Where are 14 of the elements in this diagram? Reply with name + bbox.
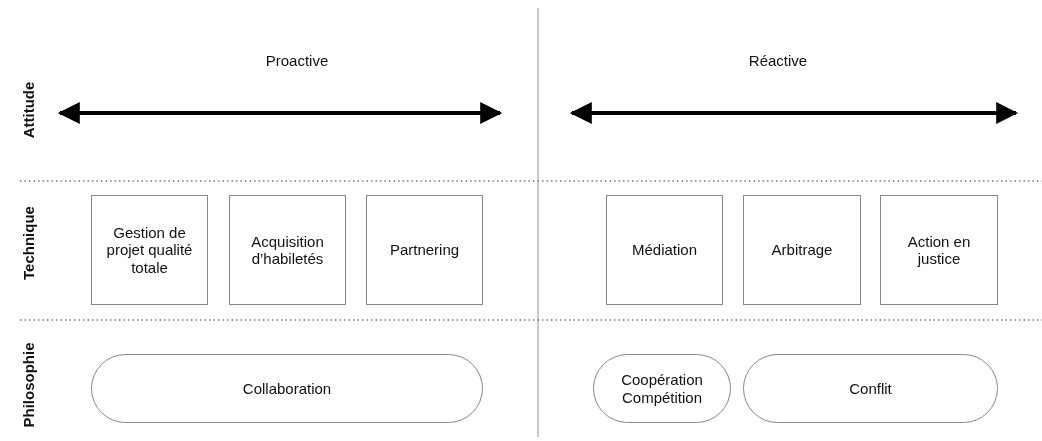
- technique-label: Médiation: [631, 241, 697, 259]
- philosophy-label: Conflit: [849, 379, 892, 398]
- row-label: Technique: [19, 206, 37, 280]
- technique-label: Arbitrage: [771, 241, 833, 259]
- column-heading: Proactive: [265, 51, 329, 69]
- technique-label: Partnering: [389, 241, 460, 259]
- technique-label: Acquisition d’habiletés: [250, 232, 325, 268]
- row-label: Philosophie: [19, 342, 37, 428]
- row-label: Attitude: [19, 81, 37, 139]
- philosophy-label: Coopération Compétition: [620, 371, 704, 406]
- technique-label: Gestion de projet qualité totale: [105, 224, 194, 276]
- technique-label: Action en justice: [906, 232, 972, 268]
- column-heading: Réactive: [748, 51, 808, 69]
- philosophy-label: Collaboration: [242, 379, 332, 398]
